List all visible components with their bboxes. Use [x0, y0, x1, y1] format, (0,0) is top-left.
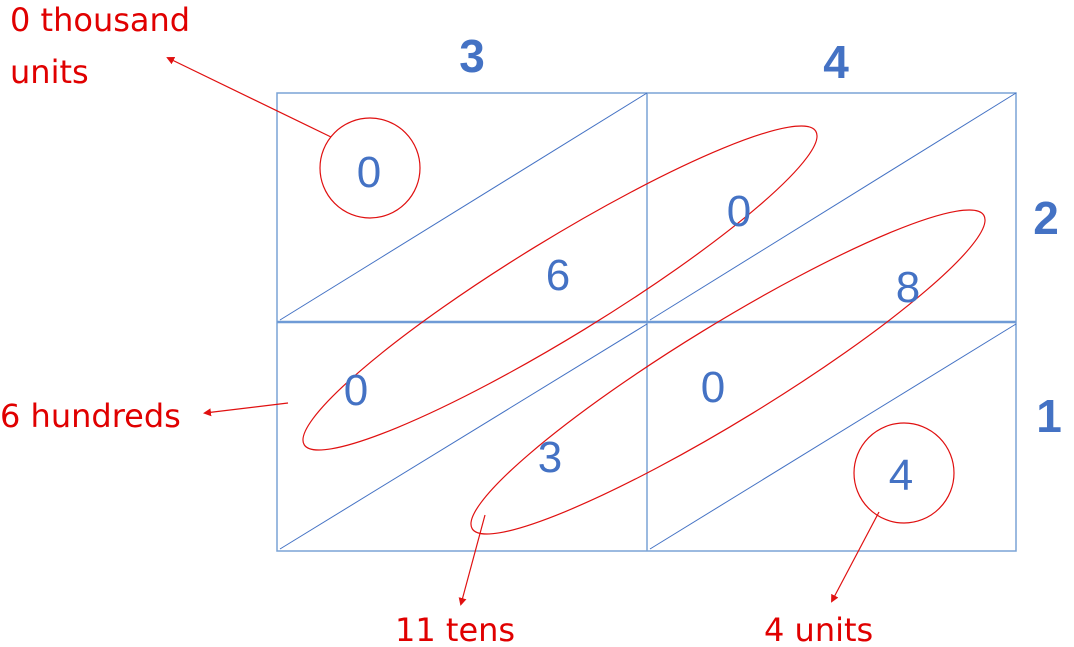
cell-diagonal	[279, 323, 648, 550]
cell-0-1-tens: 0	[727, 187, 751, 236]
cell-1-0-tens: 0	[344, 366, 368, 415]
units-circle	[853, 422, 955, 524]
tens-diagonal-ring	[470, 209, 986, 535]
units-label: 4 units	[764, 611, 873, 647]
cell-diagonal	[279, 92, 648, 321]
tens-arrow	[458, 514, 486, 606]
cell-diagonal	[649, 92, 1017, 321]
top-factor-tens: 3	[459, 30, 485, 82]
cell-1-0-units: 3	[538, 433, 562, 482]
thousands-arrow	[166, 57, 332, 138]
hundreds-arrow	[203, 402, 289, 417]
thousands-label-line1: 0 thousand	[10, 1, 190, 39]
hundreds-diagonal-ring	[302, 125, 818, 451]
tens-label: 11 tens	[395, 611, 515, 647]
thousands-circle	[319, 117, 421, 219]
cell-1-1-tens: 0	[701, 363, 725, 412]
hundreds-label: 6 hundreds	[0, 397, 181, 435]
right-factor-tens: 2	[1033, 192, 1059, 244]
cell-diagonal	[649, 323, 1017, 550]
cell-0-0-units: 6	[546, 251, 570, 300]
units-arrow	[831, 511, 880, 603]
top-factor-units: 4	[823, 36, 849, 88]
right-factor-units: 1	[1036, 390, 1062, 442]
thousands-label-line2: units	[10, 53, 89, 91]
cell-0-0-tens: 0	[357, 148, 381, 197]
cell-1-1-units: 4	[889, 451, 913, 500]
cell-0-1-units: 8	[896, 263, 920, 312]
